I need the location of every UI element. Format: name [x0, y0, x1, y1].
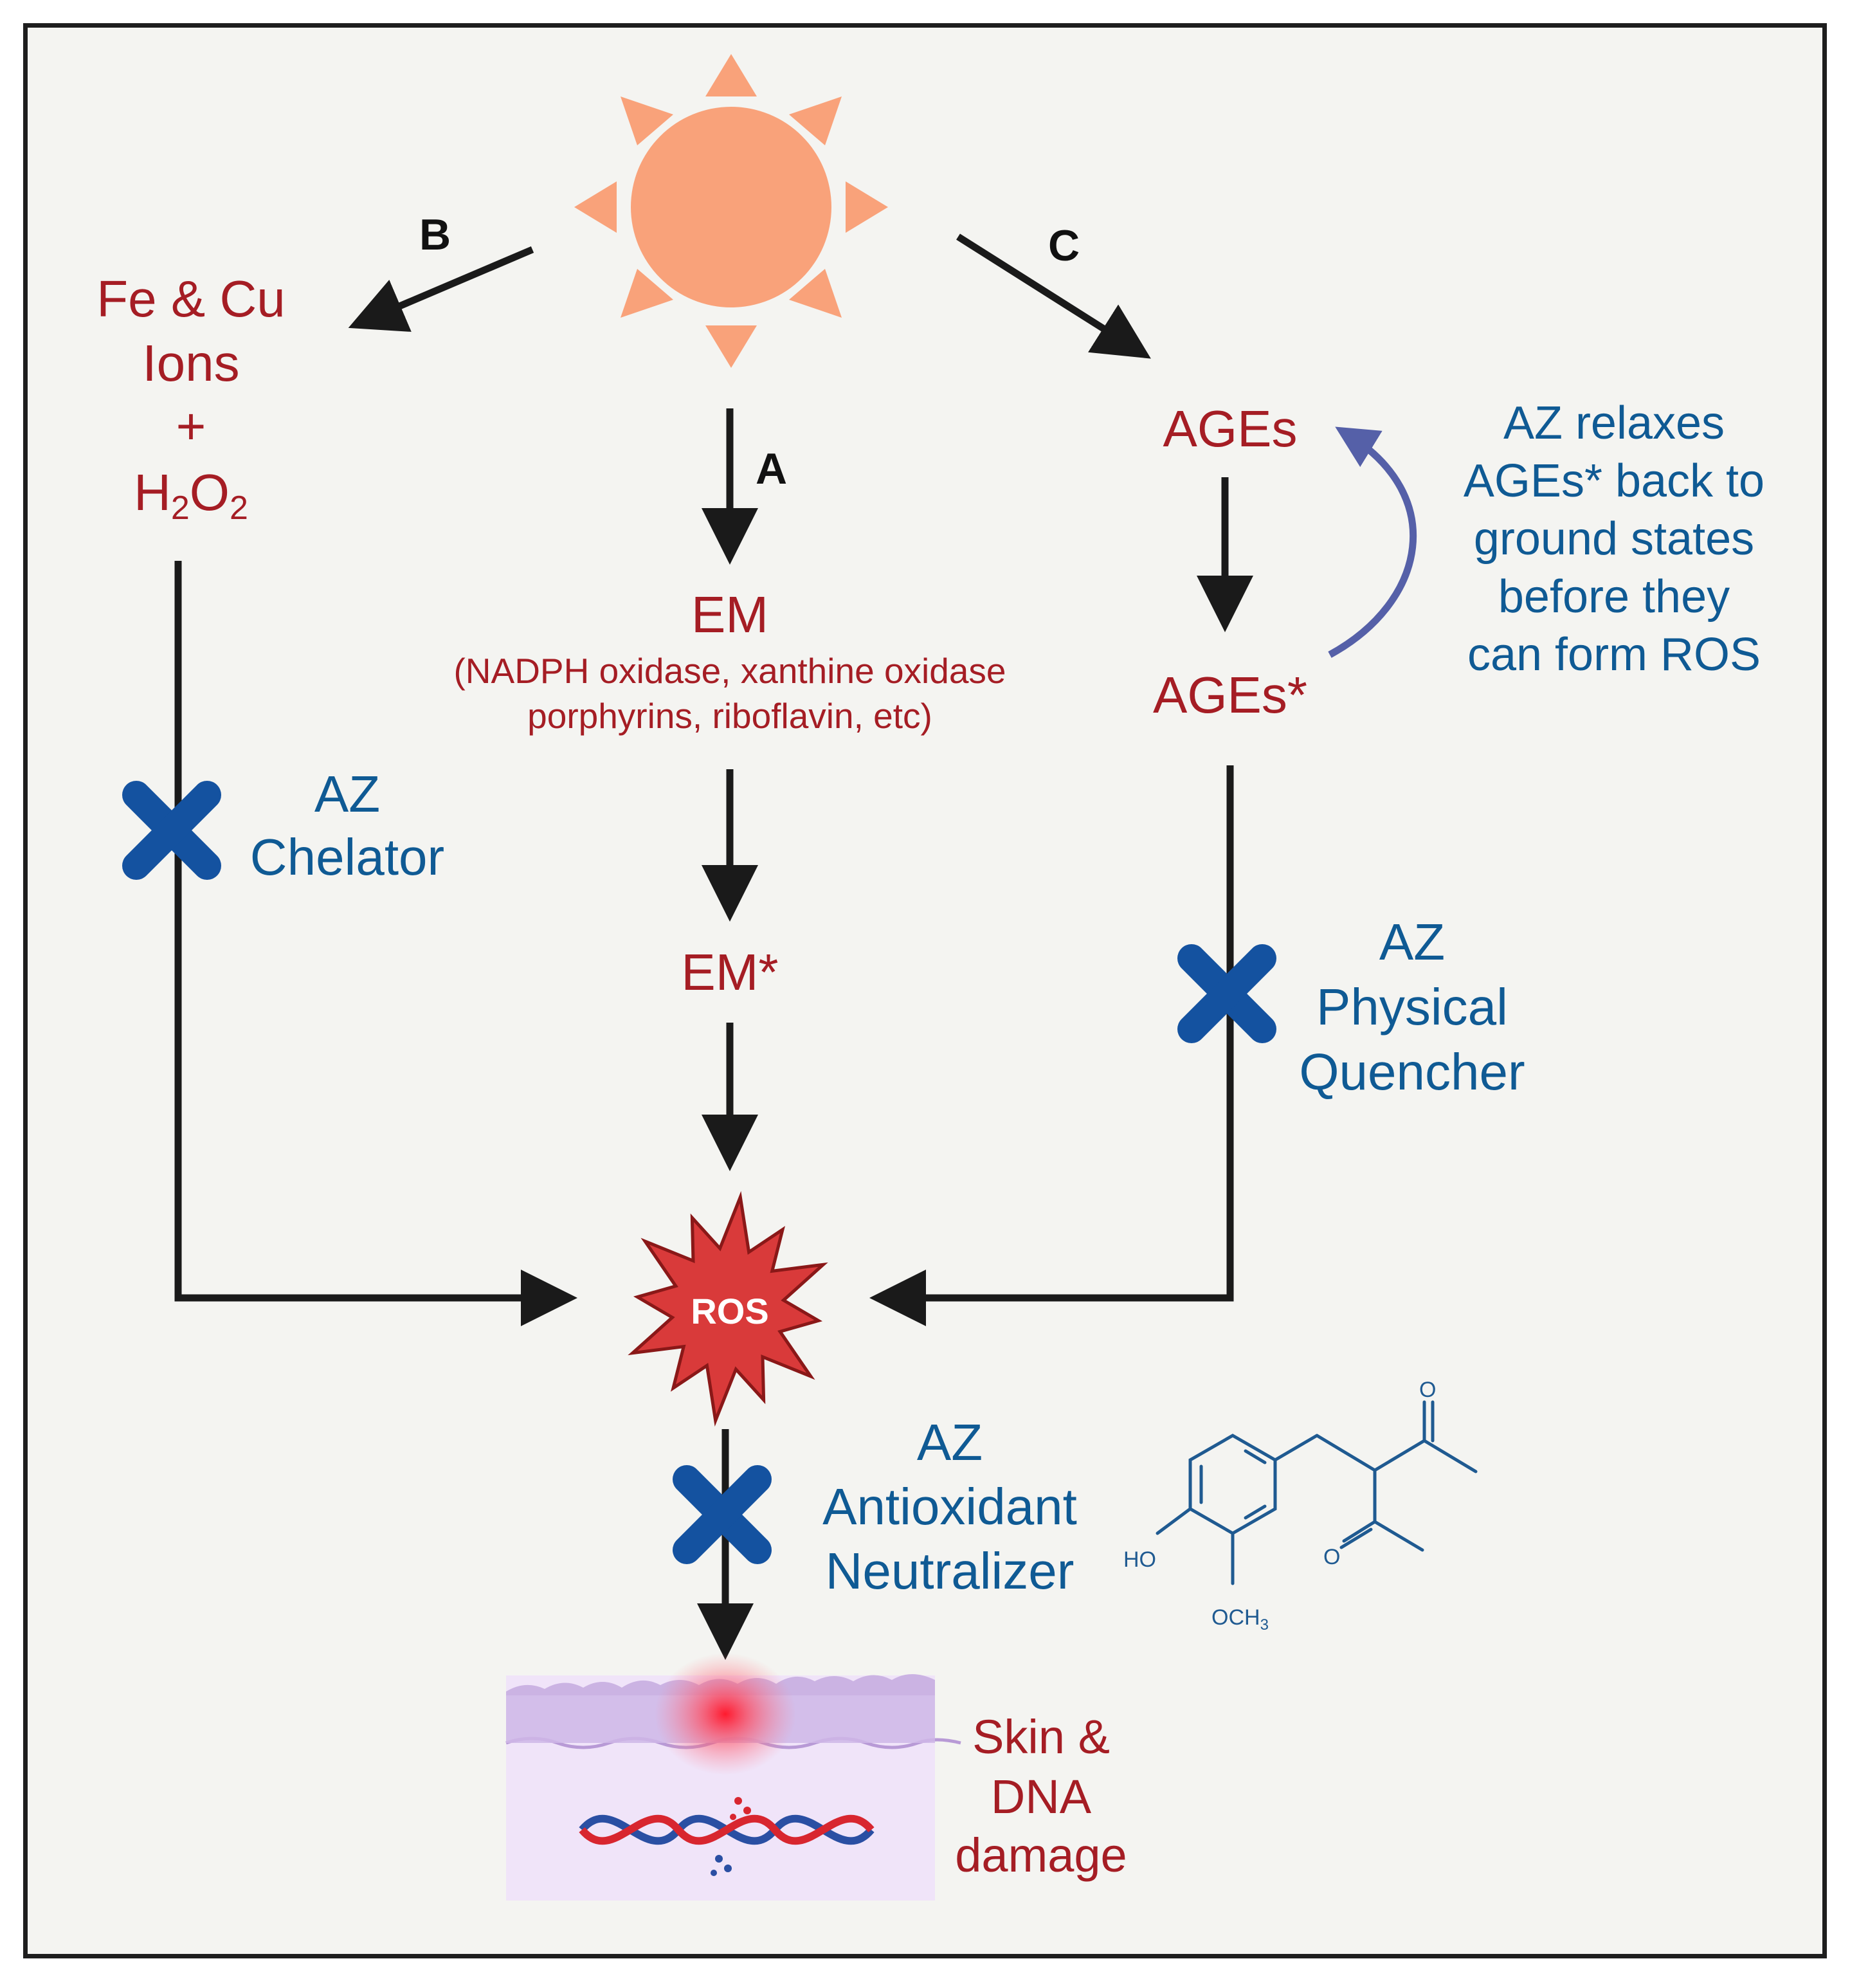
damage-label-2: DNA: [991, 1770, 1092, 1823]
antioxidant-az: AZ: [917, 1414, 983, 1471]
node-em-detail-1: (NADPH oxidase, xanthine oxidase: [453, 651, 1006, 691]
node-em-star: EM*: [681, 944, 778, 1001]
damage-label-1: Skin &: [972, 1710, 1110, 1764]
ros-burst-icon: [628, 1190, 828, 1427]
node-em-detail-2: porphyrins, riboflavin, etc): [527, 696, 932, 736]
relax-arrow: [1328, 426, 1417, 658]
node-ages-star: AGEs*: [1153, 666, 1307, 724]
node-h2o2: H2O2: [134, 464, 248, 527]
molecule-structure: [1156, 1400, 1478, 1585]
antioxidant-label: Antioxidant: [822, 1478, 1077, 1535]
skin-dna-illustration: [505, 1653, 961, 1901]
node-ages: AGEs: [1163, 400, 1298, 457]
sun-icon: [574, 54, 888, 368]
molecule-ho: HO: [1123, 1547, 1156, 1572]
pathway-label-b: B: [419, 210, 451, 259]
damage-label-3: damage: [955, 1828, 1127, 1882]
node-em: EM: [691, 586, 768, 643]
quencher-label: Quencher: [1299, 1043, 1525, 1100]
node-fe-cu: Fe & Cu: [96, 270, 285, 327]
quencher-physical: Physical: [1316, 978, 1508, 1035]
pathway-label-a: A: [756, 444, 787, 493]
node-ions: Ions: [142, 334, 239, 392]
pathway-label-c: C: [1048, 221, 1080, 270]
arrow-b: [348, 246, 534, 332]
relax-note-2: AGEs* back to: [1464, 455, 1764, 507]
chelator-label: Chelator: [250, 828, 444, 886]
molecule-o-mid: O: [1323, 1545, 1340, 1569]
chelator-az: AZ: [314, 765, 380, 823]
arrow-c: [956, 233, 1151, 359]
node-ros: ROS: [691, 1291, 768, 1331]
relax-note-3: ground states: [1474, 513, 1754, 565]
block-x-icon: [673, 1465, 772, 1564]
relax-note-4: before they: [1498, 571, 1730, 623]
block-x-icon: [1177, 944, 1276, 1043]
arrow-c-to-ros: [869, 765, 1234, 1326]
node-plus: +: [176, 397, 206, 455]
block-x-icon: [122, 781, 221, 880]
molecule-o-top: O: [1419, 1378, 1436, 1402]
molecule-och3: OCH3: [1211, 1605, 1269, 1634]
relax-note-1: AZ relaxes: [1503, 397, 1725, 449]
diagram-frame: [23, 23, 1827, 1958]
neutralizer-label: Neutralizer: [826, 1542, 1075, 1600]
quencher-az: AZ: [1379, 913, 1445, 971]
relax-note-5: can form ROS: [1467, 629, 1761, 680]
